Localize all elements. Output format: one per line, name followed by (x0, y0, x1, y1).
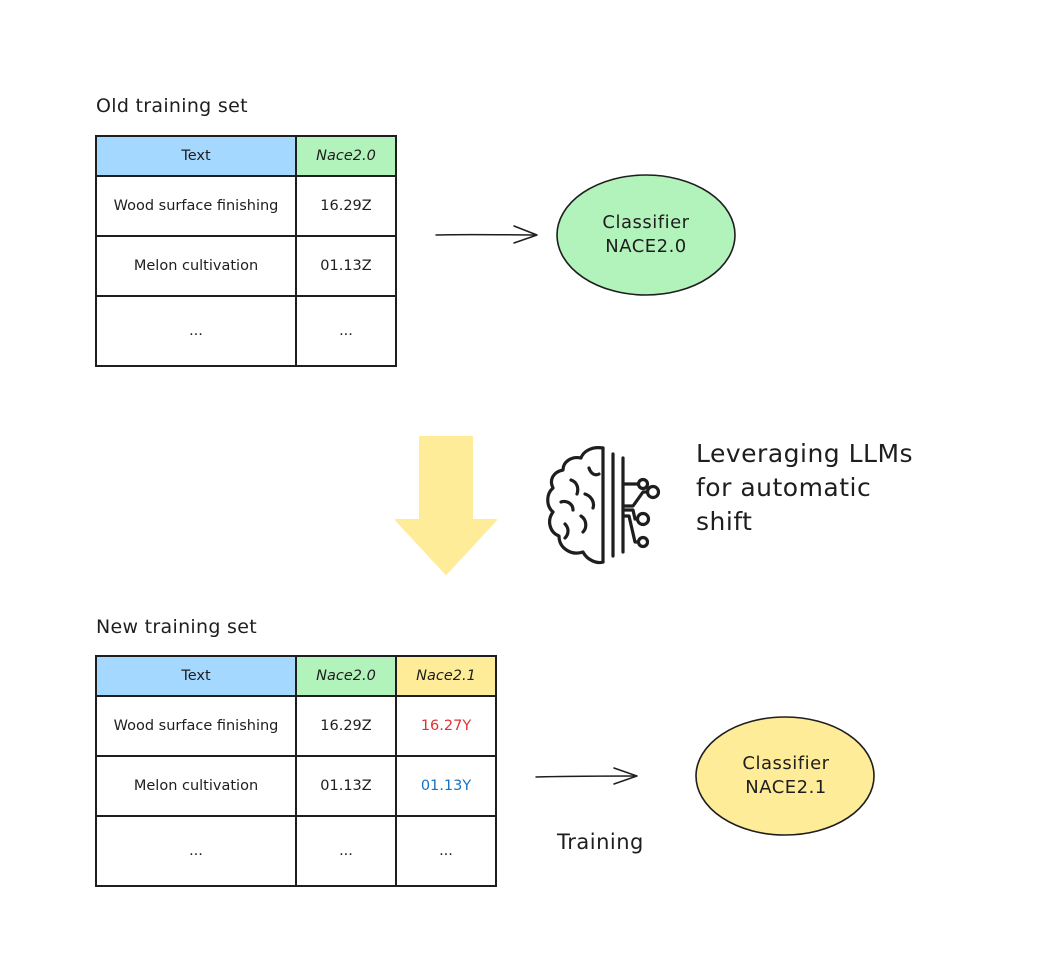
old-row-2-code: 01.13Z (295, 235, 397, 297)
new-row-2-nace21: 01.13Y (395, 755, 497, 817)
classifier-nace20-line2: NACE2.0 (605, 236, 687, 257)
new-row-2-text: Melon cultivation (95, 755, 297, 817)
training-label: Training (557, 830, 644, 854)
new-set-title: New training set (96, 616, 257, 638)
classifier-nace20-label: Classifier NACE2.0 (566, 211, 726, 259)
old-row-1-text: Wood surface finishing (95, 175, 297, 237)
classifier-nace21-line2: NACE2.1 (745, 777, 827, 798)
new-header-nace21: Nace2.1 (395, 655, 497, 697)
classifier-nace21-label: Classifier NACE2.1 (706, 752, 866, 800)
training-arrow (535, 767, 638, 785)
old-row-2-text: Melon cultivation (95, 235, 297, 297)
new-row-1-nace20: 16.29Z (295, 695, 397, 757)
old-row-3-text: ... (95, 295, 297, 367)
new-row-3-text: ... (95, 815, 297, 887)
classifier-nace21-ellipse (695, 716, 875, 836)
new-row-3-nace20: ... (295, 815, 397, 887)
old-row-1-code: 16.29Z (295, 175, 397, 237)
old-row-3-code: ... (295, 295, 397, 367)
new-row-1-nace21: 16.27Y (395, 695, 497, 757)
brain-circuit-icon (546, 446, 661, 565)
classifier-nace20-ellipse (556, 174, 736, 296)
new-row-3-nace21: ... (395, 815, 497, 887)
down-arrow-icon (395, 436, 497, 575)
llm-caption: Leveraging LLMs for automatic shift (696, 437, 913, 539)
new-header-text: Text (95, 655, 297, 697)
old-header-nace20: Nace2.0 (295, 135, 397, 177)
new-row-1-text: Wood surface finishing (95, 695, 297, 757)
classifier-nace20-line1: Classifier (602, 212, 690, 233)
llm-caption-line1: Leveraging LLMs (696, 439, 914, 468)
old-set-title: Old training set (96, 95, 248, 117)
old-header-text: Text (95, 135, 297, 177)
old-to-classifier-arrow (435, 225, 538, 244)
classifier-nace21-line1: Classifier (742, 753, 830, 774)
llm-caption-line3: shift (696, 507, 753, 536)
llm-caption-line2: for automatic (696, 473, 872, 502)
new-header-nace20: Nace2.0 (295, 655, 397, 697)
new-row-2-nace20: 01.13Z (295, 755, 397, 817)
